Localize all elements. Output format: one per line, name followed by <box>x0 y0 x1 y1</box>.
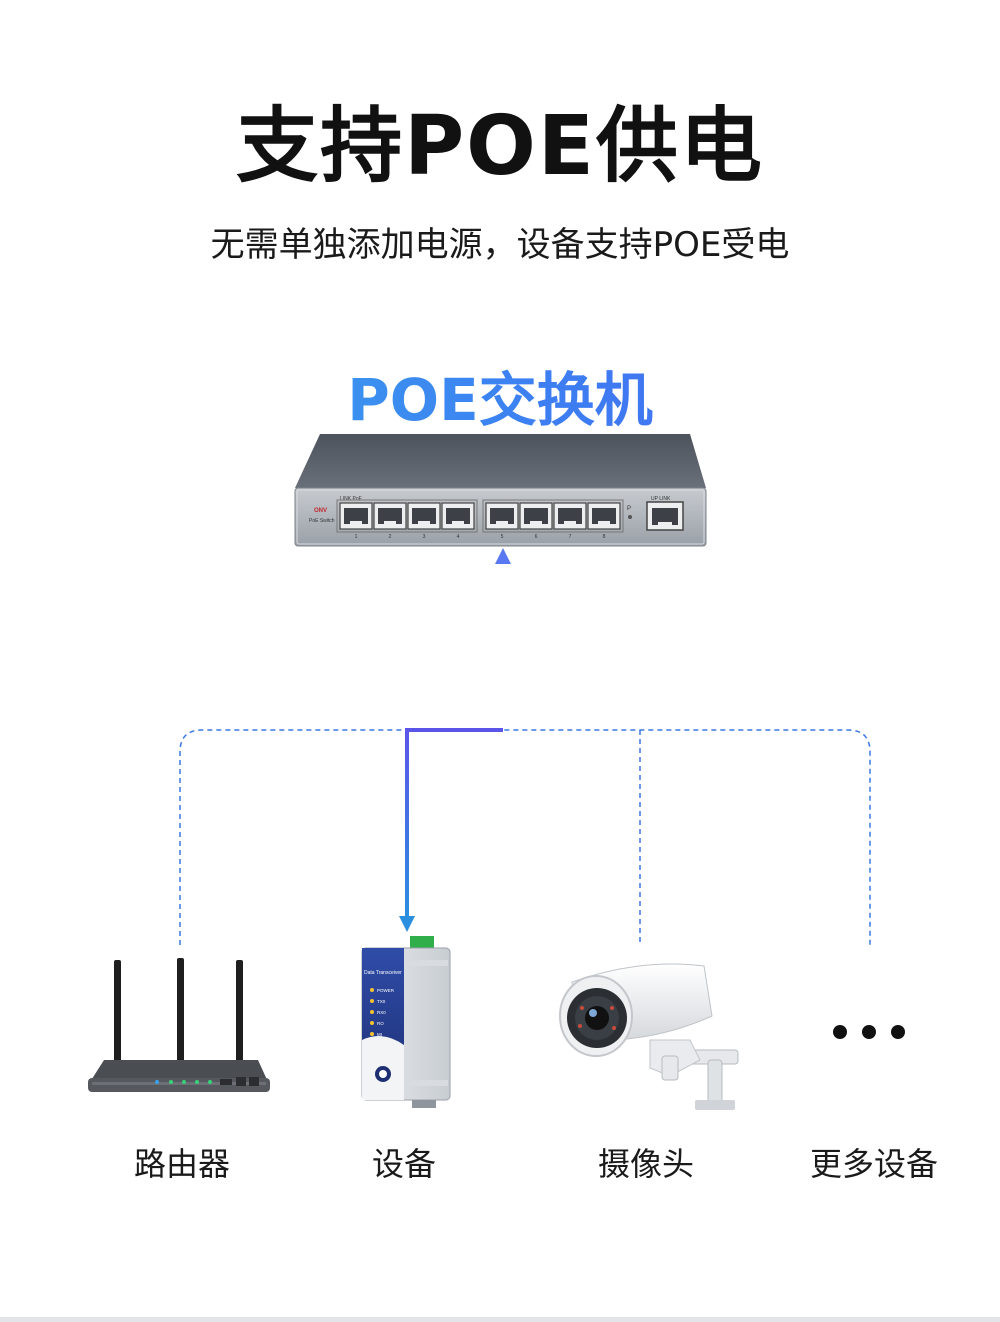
device-led-label: RO <box>377 1021 384 1026</box>
switch-port <box>407 502 441 530</box>
power-led <box>628 515 632 519</box>
port-header-left: LINK PoE <box>340 496 363 502</box>
switch-port <box>553 502 587 530</box>
power-down-line <box>405 728 503 918</box>
switch-port <box>587 502 621 530</box>
device-led <box>370 988 374 992</box>
switch-port <box>519 502 553 530</box>
port-number-label: 2 <box>389 534 392 540</box>
port-number-label: 8 <box>603 534 606 540</box>
device-led-label: RX0 <box>377 1010 386 1015</box>
port-number-label: 3 <box>423 534 426 540</box>
page-subtitle: 无需单独添加电源，设备支持POE受电 <box>210 225 790 265</box>
arrow-down-icon <box>399 916 415 932</box>
page-title: 支持POE供电 <box>236 99 764 194</box>
label-router: 路由器 <box>133 1145 230 1183</box>
label-device: 设备 <box>371 1145 436 1183</box>
port-group-frame <box>482 499 624 533</box>
device-led <box>370 1021 374 1025</box>
device-led <box>370 1010 374 1014</box>
switch-title: POE交换机 <box>0 362 1000 438</box>
switch-model-text: PoE Switch <box>309 518 335 524</box>
switch-port <box>339 502 373 530</box>
router-icon <box>88 958 270 1092</box>
power-mark: P <box>627 506 631 512</box>
port-group: 1 2 3 4 5 6 7 8 <box>336 499 624 540</box>
poe-switch-image: ONV PoE Switch LINK PoE UP LINK P 1 2 3 4 5 6… <box>294 434 707 547</box>
switch-brand: ONV <box>314 508 327 514</box>
arrow-up-icon <box>495 548 511 564</box>
switch-port <box>441 502 475 530</box>
device-led <box>370 1032 374 1036</box>
port-number-label: 6 <box>535 534 538 540</box>
camera-icon <box>559 963 739 1110</box>
device-led <box>370 999 374 1003</box>
port-number-label: 1 <box>355 534 358 540</box>
uplink-port <box>646 501 684 531</box>
connection-lines <box>179 548 871 945</box>
label-camera: 摄像头 <box>597 1145 694 1183</box>
port-number-label: 4 <box>457 534 460 540</box>
port-number-label: 5 <box>501 534 504 540</box>
device-panel-title: Data Transceiver <box>364 970 402 976</box>
port-number-label: 7 <box>569 534 572 540</box>
port-group-frame <box>336 499 478 533</box>
switch-port <box>485 502 519 530</box>
device-led-label: MI <box>377 1032 382 1037</box>
label-more-devices: 更多设备 <box>809 1145 938 1183</box>
bottom-divider <box>0 1317 1000 1322</box>
port-header-right: UP LINK <box>651 496 671 502</box>
switch-port <box>373 502 407 530</box>
device-led-label: TX0 <box>377 999 386 1004</box>
more-dots-icon <box>833 1025 905 1039</box>
device-led-label: POWER <box>377 988 395 993</box>
dashed-bus <box>179 729 871 945</box>
